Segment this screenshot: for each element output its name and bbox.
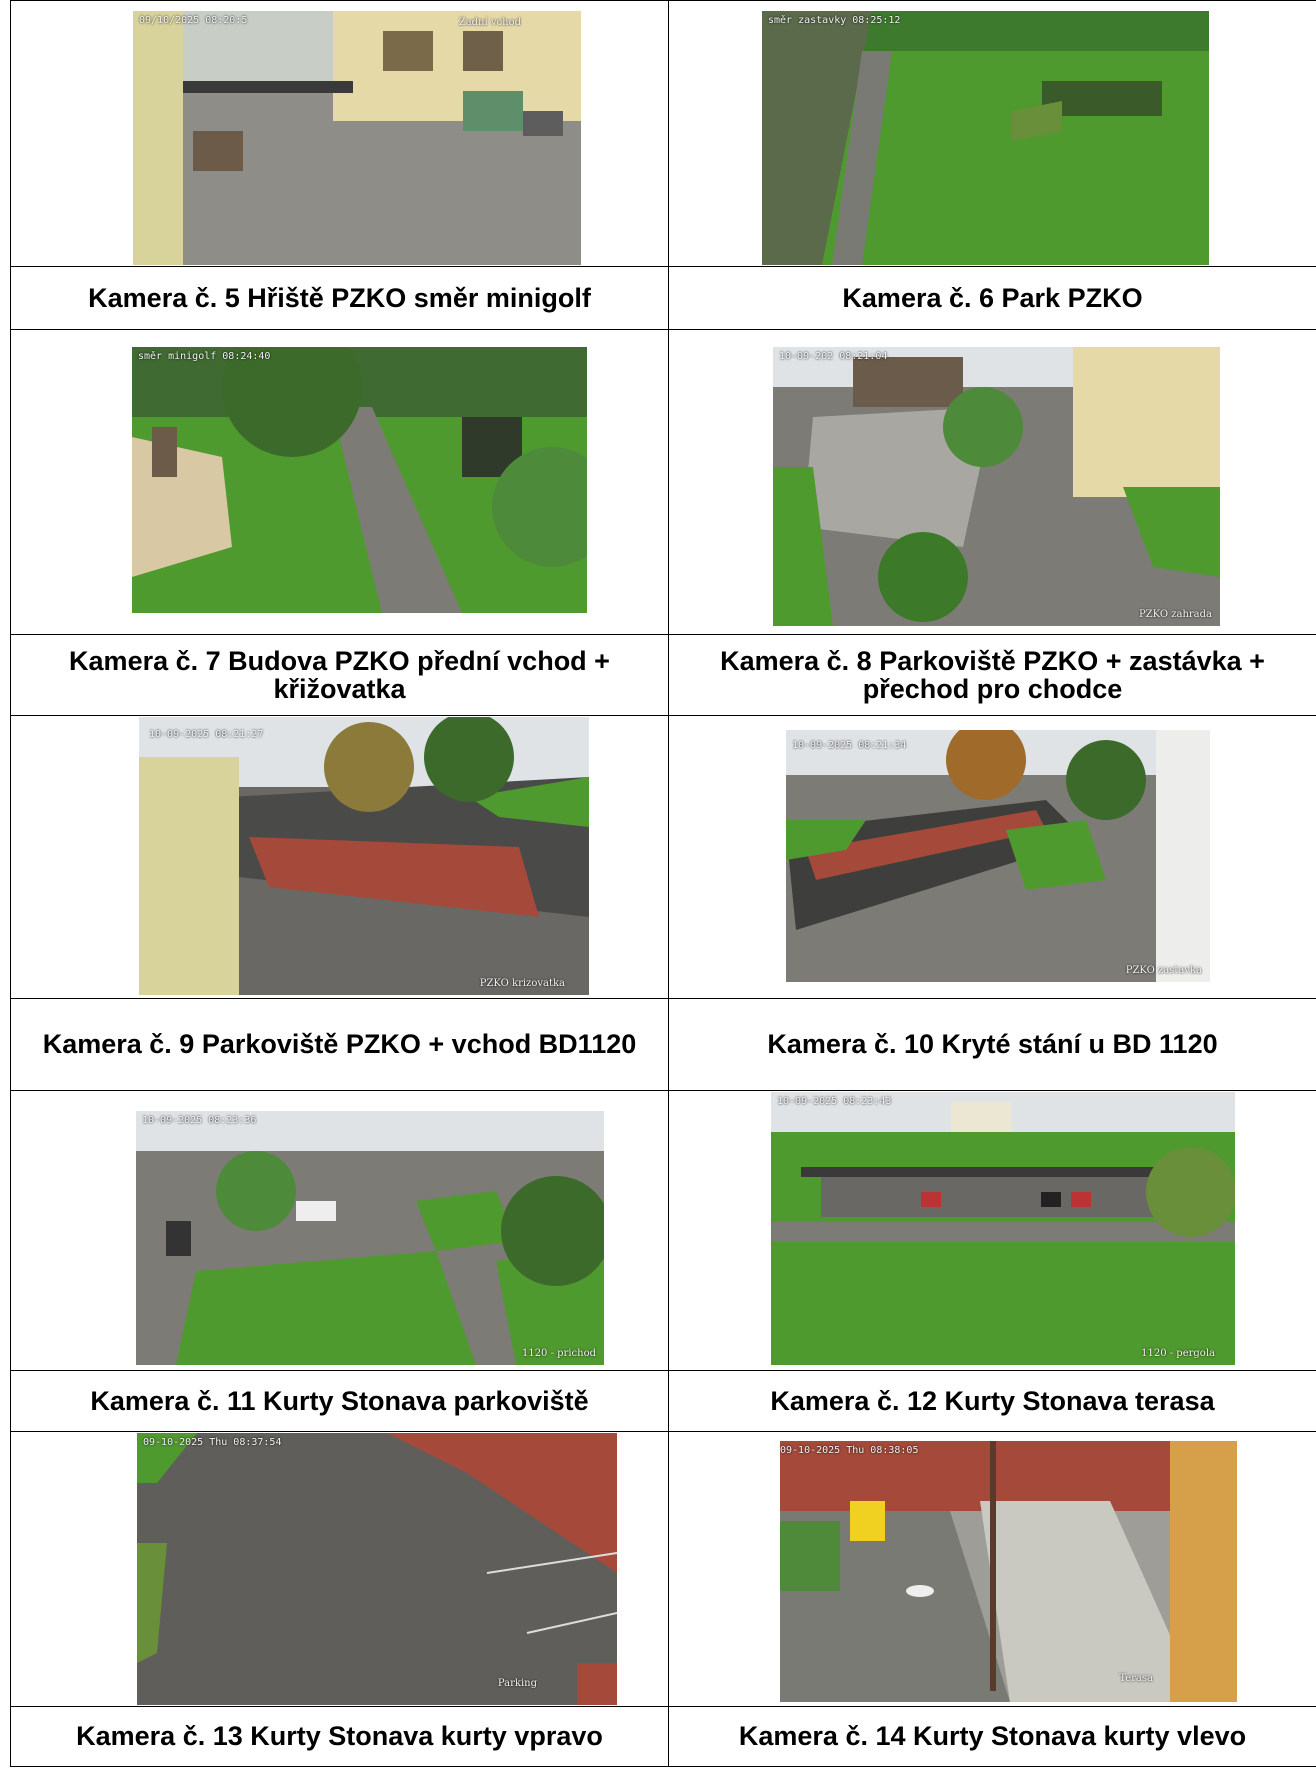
camera-cell-r1-left: 09/10/2025 08:20:5 Zadní vchod	[10, 0, 669, 267]
timestamp-overlay: 10-09-2025 08:21:27	[149, 729, 264, 740]
caption-camera-11: Kamera č. 11 Kurty Stonava parkoviště	[10, 1370, 669, 1432]
camera-image-bus-stop: 10-09-2025 08:21:34 PZKO zastavka	[786, 730, 1210, 982]
timestamp-overlay: směr zastavky 08:25:12	[768, 15, 901, 26]
caption-camera-7: Kamera č. 7 Budova PZKO přední vchod + k…	[10, 634, 669, 716]
camera-label-overlay: PZKO zastavka	[1125, 965, 1202, 976]
camera-cell-r4-left: 10-09-2025 08:23:36 1120 - prichod	[10, 1090, 669, 1371]
camera-image-playground: směr minigolf 08:24:40	[132, 347, 587, 613]
camera-cell-r2-right: 10-09-202 08:21:04 PZKO zahrada	[668, 329, 1316, 635]
camera-label-overlay: PZKO krizovatka	[479, 978, 565, 989]
timestamp-overlay: 09-10-2025 Thu 08:37:54	[143, 1437, 282, 1448]
caption-camera-5: Kamera č. 5 Hřiště PZKO směr minigolf	[10, 266, 669, 330]
camera-cell-r3-left: 10-09-2025 08:21:27 PZKO krizovatka	[10, 715, 669, 999]
caption-camera-14: Kamera č. 14 Kurty Stonava kurty vlevo	[668, 1706, 1316, 1767]
camera-cell-r4-right: 10-09-2025 08:23:43 1120 - pergola	[668, 1090, 1316, 1371]
camera-label-overlay: PZKO zahrada	[1138, 609, 1212, 620]
camera-image-court-parking: 09-10-2025 Thu 08:37:54 Parking	[137, 1433, 617, 1705]
timestamp-overlay: 10-09-2025 08:23:43	[777, 1096, 892, 1107]
camera-cell-r5-right: 09-10-2025 Thu 08:38:05 Terasa	[668, 1431, 1316, 1707]
caption-camera-9: Kamera č. 9 Parkoviště PZKO + vchod BD11…	[10, 998, 669, 1091]
camera-image-park-lawn: směr zastavky 08:25:12	[762, 11, 1209, 265]
camera-cell-r1-right: směr zastavky 08:25:12	[668, 0, 1316, 267]
camera-image-crossroad: 10-09-2025 08:21:27 PZKO krizovatka	[139, 717, 589, 995]
camera-image-terrace: 09-10-2025 Thu 08:38:05 Terasa	[780, 1441, 1237, 1702]
camera-image-building-front: 10-09-202 08:21:04 PZKO zahrada	[773, 347, 1220, 626]
camera-cell-r2-left: směr minigolf 08:24:40	[10, 329, 669, 635]
camera-image-courtyard: 09/10/2025 08:20:5 Zadní vchod	[133, 11, 581, 265]
caption-camera-10: Kamera č. 10 Kryté stání u BD 1120	[668, 998, 1316, 1091]
timestamp-overlay: směr minigolf 08:24:40	[138, 351, 271, 362]
camera-table: 09/10/2025 08:20:5 Zadní vchod směr zast…	[10, 0, 1316, 1767]
camera-cell-r5-left: 09-10-2025 Thu 08:37:54 Parking	[10, 1431, 669, 1707]
camera-label-overlay: 1120 - prichod	[521, 1348, 596, 1359]
camera-label-overlay: Zadní vchod	[458, 17, 521, 28]
caption-camera-13: Kamera č. 13 Kurty Stonava kurty vpravo	[10, 1706, 669, 1767]
caption-camera-6: Kamera č. 6 Park PZKO	[668, 266, 1316, 330]
camera-image-carport: 10-09-2025 08:23:43 1120 - pergola	[771, 1092, 1235, 1365]
camera-label-overlay: Terasa	[1119, 1673, 1153, 1684]
timestamp-overlay: 09-10-2025 Thu 08:38:05	[780, 1445, 919, 1456]
timestamp-overlay: 09/10/2025 08:20:5	[139, 15, 248, 26]
timestamp-overlay: 10-09-2025 08:21:34	[792, 740, 907, 751]
camera-label-overlay: Parking	[497, 1678, 537, 1689]
timestamp-overlay: 10-09-2025 08:23:36	[142, 1115, 257, 1126]
timestamp-overlay: 10-09-202 08:21:04	[779, 351, 888, 362]
caption-camera-12: Kamera č. 12 Kurty Stonava terasa	[668, 1370, 1316, 1432]
caption-camera-8: Kamera č. 8 Parkoviště PZKO + zastávka +…	[668, 634, 1316, 716]
camera-cell-r3-right: 10-09-2025 08:21:34 PZKO zastavka	[668, 715, 1316, 999]
camera-image-parking-entrance: 10-09-2025 08:23:36 1120 - prichod	[136, 1111, 604, 1365]
camera-label-overlay: 1120 - pergola	[1141, 1348, 1215, 1359]
